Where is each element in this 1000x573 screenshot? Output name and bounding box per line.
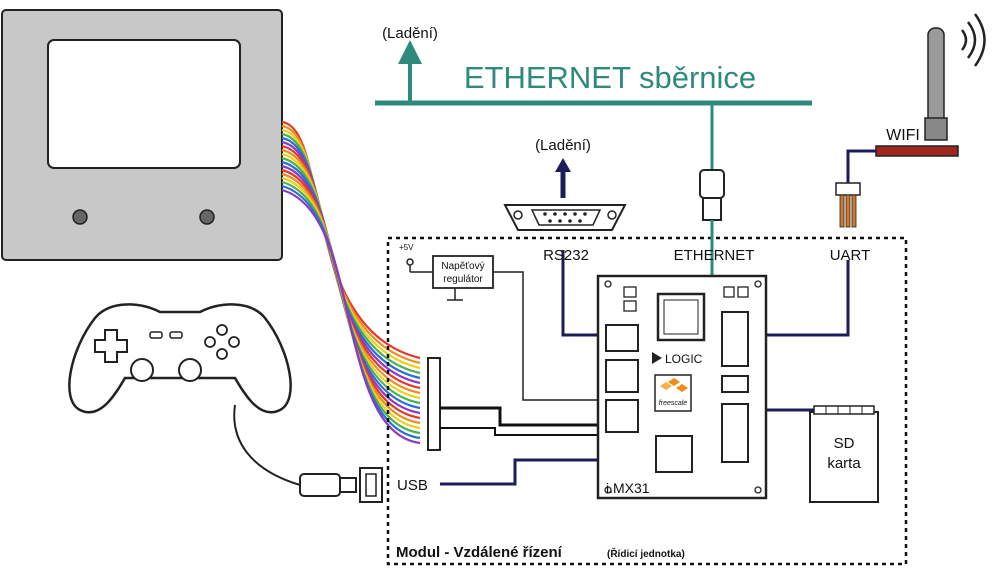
board-vendor: freescale	[659, 400, 688, 407]
sd-card	[809, 405, 879, 503]
panel-button-left	[72, 209, 88, 225]
module-boundary	[386, 236, 908, 566]
sd-line1: SD	[834, 435, 855, 452]
ribbon-to-board-wire	[440, 406, 600, 427]
signal-icon	[960, 29, 968, 51]
regulator-line2: regulátor	[443, 274, 483, 285]
panel-button-right	[199, 209, 215, 225]
module-title: Modul - Vzdálené řízení	[396, 544, 563, 561]
bus-debug-label: (Ladění)	[382, 25, 438, 42]
uart-label: UART	[830, 247, 871, 264]
imx31-board	[596, 274, 768, 500]
regulator-line1: Napěťový	[441, 261, 484, 272]
board-cpu-label: i.MX31	[606, 480, 650, 496]
module-subtitle: (Řídicí jednotka)	[607, 547, 685, 560]
sd-line2: karta	[827, 455, 861, 472]
usb-wire	[440, 458, 600, 486]
supply-label: +5V	[399, 243, 414, 252]
freescale-logo	[654, 374, 692, 412]
voltage-regulator	[406, 255, 600, 401]
dpad-icon	[94, 329, 128, 363]
wifi-label: WIFI	[886, 127, 920, 144]
rs232-label: RS232	[543, 247, 589, 264]
ribbon-cable	[281, 120, 421, 445]
logic-logo-icon	[652, 352, 662, 364]
rs232-connector	[503, 158, 627, 231]
bus-title: ETHERNET sběrnice	[464, 60, 756, 95]
ribbon-connector	[427, 357, 441, 451]
board-brand: LOGIC	[665, 352, 703, 366]
display-panel	[1, 9, 283, 261]
uart-header	[765, 182, 861, 337]
rj45-connector	[699, 169, 725, 280]
usb-plug	[299, 467, 383, 503]
ethernet-label: ETHERNET	[674, 247, 755, 264]
usb-label: USB	[397, 477, 428, 494]
cpu-chip	[656, 292, 706, 342]
gamepad	[68, 303, 301, 486]
serial-debug-label: (Ladění)	[535, 137, 591, 154]
wifi-antenna	[846, 13, 986, 185]
rs232-wire	[561, 250, 600, 337]
